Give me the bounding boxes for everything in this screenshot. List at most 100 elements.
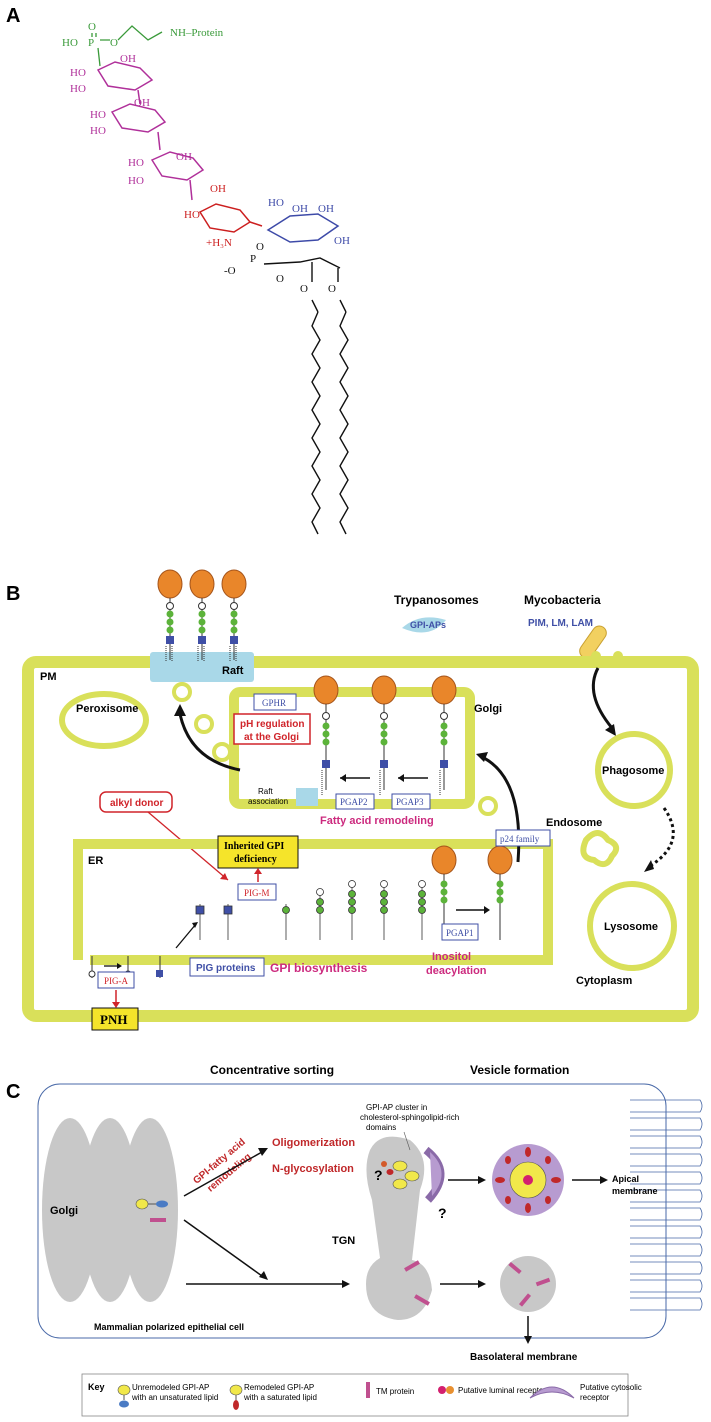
n-glycosylation-label: N-glycosylation: [272, 1163, 354, 1175]
gpi-ap-golgi-3: [431, 675, 457, 796]
golgi-gpi-aps: [313, 675, 457, 796]
ph-regulation-box: [233, 713, 311, 745]
pm-label: PM: [40, 671, 57, 683]
key-tm-icon: [366, 1382, 370, 1398]
mannose-ring-1: [96, 61, 154, 91]
question-mark: ?: [438, 1205, 447, 1221]
gphr-box: [253, 693, 297, 711]
oh-label: OH: [176, 151, 192, 163]
tm-protein: [404, 1260, 420, 1272]
nh-protein-label: NH–Protein: [170, 27, 224, 39]
p-label: P: [250, 253, 256, 265]
cluster-note-leader: [403, 1131, 411, 1151]
ho-label: HO: [70, 83, 86, 95]
cluster-note-line3: domains: [366, 1123, 396, 1132]
tm-protein: [508, 1261, 522, 1275]
raft-association-line1: Raft: [258, 787, 273, 796]
pgap1-box: [441, 923, 479, 941]
key-remodeled-line2: with a saturated lipid: [243, 1393, 317, 1402]
golgi-label-c: Golgi: [50, 1205, 78, 1217]
golgi-label: Golgi: [474, 703, 502, 715]
panel-b-letter: B: [6, 583, 20, 605]
basolateral-route-arrow: [183, 1219, 263, 1277]
inositol-line2: deacylation: [426, 965, 487, 977]
golgi-cisterna: [82, 1118, 138, 1302]
inherited-line2: deficiency: [234, 854, 277, 865]
o-label: O: [328, 283, 336, 295]
inherited-box: [217, 835, 299, 869]
ho-label: HO: [90, 125, 106, 137]
apical-line2: membrane: [612, 1186, 658, 1196]
pgap3-label: PGAP3: [396, 797, 424, 807]
golgi-cisterna: [122, 1118, 178, 1302]
alkyl-donor-label: alkyl donor: [110, 798, 163, 809]
oh-label: OH: [134, 97, 150, 109]
apical-line1: Apical: [612, 1174, 639, 1184]
vesicle: [194, 714, 214, 734]
panel-c-letter: C: [6, 1081, 20, 1103]
gpi-ap-golgi-2: [371, 675, 397, 796]
pig-proteins-box: [189, 957, 265, 977]
oh-label: OH: [120, 53, 136, 65]
pig-a-box: [97, 971, 135, 989]
p24-box: [495, 829, 551, 847]
cytoplasm-label: Cytoplasm: [576, 975, 632, 987]
acyl-chain-1: [311, 311, 321, 535]
basolateral-label: Basolateral membrane: [470, 1352, 578, 1363]
microvilli: [630, 1099, 703, 1311]
er-gpi-intermediates: [195, 880, 426, 940]
key-cytosolic-line2: receptor: [580, 1393, 610, 1402]
raft-gpi-aps: [157, 569, 247, 662]
maturation-arrow: [649, 807, 675, 868]
membrane-bump: [591, 651, 601, 661]
golgi-cisterna: [42, 1118, 98, 1302]
cluster-note-line2: cholesterol-sphingolipid-rich: [360, 1113, 459, 1122]
ho-label: HO: [128, 157, 144, 169]
step-arrow: [175, 923, 197, 949]
p24-label: p24 family: [500, 834, 540, 844]
pnh-label: PNH: [100, 1012, 127, 1027]
p-top-label: P: [88, 37, 94, 49]
luminal-receptor: [523, 1175, 533, 1185]
mannose-rings: [96, 61, 205, 201]
pgap2-label: PGAP2: [340, 797, 368, 807]
vesicle: [212, 742, 232, 762]
h3n-label: +H₃N: [206, 237, 232, 249]
tgn: [366, 1136, 432, 1320]
pig-m-box: [237, 883, 277, 901]
panel-c: C Concentrative sorting Vesicle formatio…: [6, 1063, 703, 1417]
glycerol-backbone: [263, 257, 347, 313]
fatty-acid-remodeling-label: Fatty acid remodeling: [320, 815, 434, 827]
o-label: O: [276, 273, 284, 285]
pgap2-box: [335, 793, 375, 810]
key-tm-label: TM protein: [376, 1387, 414, 1396]
raft-label: Raft: [222, 665, 244, 677]
key-unremodeled-icon: [117, 1384, 131, 1396]
key-luminal-label: Putative luminal receptor: [458, 1386, 546, 1395]
key-remodeled-line1: Remodeled GPI-AP: [244, 1383, 314, 1392]
ho-label: HO: [90, 109, 106, 121]
oh-label: OH: [318, 203, 334, 215]
phospholipid-labels: O P -O O O O: [224, 241, 336, 295]
cluster-note-line1: GPI-AP cluster in: [366, 1103, 427, 1112]
pig-m-label: PIG-M: [244, 888, 270, 898]
tgn-label: TGN: [332, 1235, 355, 1247]
ho-label: HO: [70, 67, 86, 79]
tm-protein: [150, 1218, 166, 1222]
o-label: O: [256, 241, 264, 253]
ethanolamine-chain: [91, 25, 163, 41]
tm-protein: [535, 1277, 551, 1287]
pgap3-box: [391, 793, 431, 810]
unsaturated-lipid: [156, 1200, 168, 1208]
ph-regulation-line1: pH regulation: [240, 719, 304, 730]
raft-association-patch: [296, 788, 318, 806]
key-cytosolic-icon: [529, 1386, 575, 1399]
alkyl-donor-box: [99, 791, 173, 813]
membrane-bump: [613, 651, 623, 661]
gphr-label: GPHR: [262, 698, 286, 708]
plasma-membrane: [22, 656, 699, 1022]
inherited-line1: Inherited GPI: [224, 841, 284, 852]
peroxisome: [59, 691, 149, 749]
pig-proteins-label: PIG proteins: [196, 963, 256, 974]
